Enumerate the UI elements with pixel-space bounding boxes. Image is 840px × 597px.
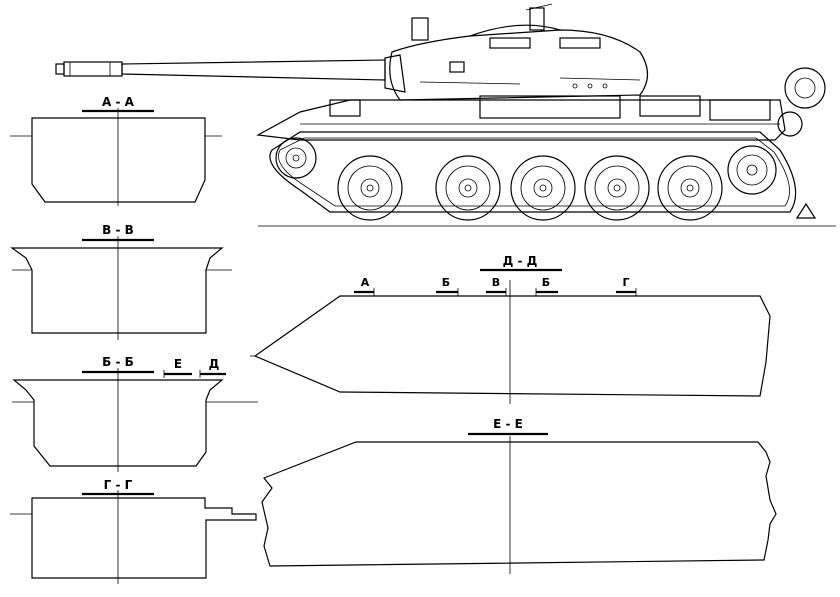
gun-barrel bbox=[55, 54, 406, 93]
section-vv-label: В - В bbox=[102, 223, 134, 237]
road-wheels bbox=[337, 155, 723, 221]
marker-e-label: Е bbox=[174, 357, 182, 371]
section-gg: Г - Г bbox=[10, 478, 257, 584]
road-wheel bbox=[435, 155, 501, 221]
turret bbox=[389, 3, 649, 101]
section-dd: Д - Д А Б В Б Г bbox=[250, 254, 771, 404]
hull bbox=[256, 67, 826, 141]
road-wheel bbox=[657, 155, 723, 221]
road-wheel bbox=[337, 155, 403, 221]
section-ee-label: Е - Е bbox=[493, 417, 523, 431]
section-bb: Б - Б Е Д bbox=[12, 355, 258, 472]
tank-side-view bbox=[55, 3, 836, 227]
section-dd-label: Д - Д bbox=[503, 254, 538, 268]
marker-a-label: А bbox=[361, 276, 370, 289]
drive-sprocket bbox=[727, 145, 777, 195]
track bbox=[269, 131, 797, 213]
marker-d-label: Д bbox=[209, 357, 220, 371]
view-marker-icon bbox=[795, 202, 817, 219]
section-ee: Е - Е bbox=[261, 417, 777, 574]
marker-b2-label: Б bbox=[542, 276, 550, 289]
turret-sight bbox=[411, 17, 429, 41]
idler-wheel bbox=[275, 137, 317, 179]
marker-v-label: В bbox=[492, 276, 500, 289]
section-vv: В - В bbox=[10, 223, 232, 340]
fuel-drum bbox=[784, 67, 826, 109]
marker-b1-label: Б bbox=[442, 276, 450, 289]
section-aa: А - А bbox=[10, 95, 222, 206]
section-bb-label: Б - Б bbox=[102, 355, 134, 369]
section-aa-label: А - А bbox=[102, 95, 135, 109]
section-gg-label: Г - Г bbox=[104, 478, 133, 492]
road-wheel bbox=[510, 155, 576, 221]
road-wheel bbox=[584, 155, 650, 221]
marker-g-label: Г bbox=[622, 276, 629, 289]
hatch-mg bbox=[529, 7, 545, 31]
